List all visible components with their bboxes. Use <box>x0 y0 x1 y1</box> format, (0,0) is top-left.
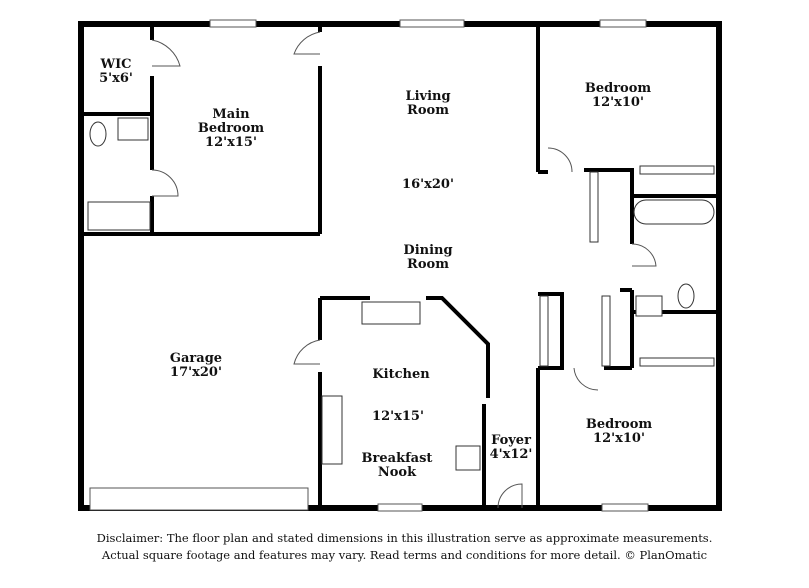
floor-plan: WIC 5'x6' Main Bedroom 12'x15' Living Ro… <box>78 19 722 512</box>
closet-doors <box>539 165 715 367</box>
garage-door <box>89 487 309 511</box>
wic-dim: 5'x6' <box>99 71 133 86</box>
living-dim: 16'x20' <box>402 177 454 192</box>
dining-label-2: Room <box>407 257 449 272</box>
bathroom-fixtures <box>87 117 715 317</box>
foyer-dim: 4'x12' <box>490 447 533 462</box>
bedroom-se-dim: 12'x10' <box>593 431 645 446</box>
disclaimer: Disclaimer: The floor plan and stated di… <box>0 530 809 564</box>
door-swings <box>151 31 657 509</box>
interior-walls <box>81 24 719 508</box>
living-label-2: Room <box>407 103 449 118</box>
wic-label: WIC <box>99 57 131 72</box>
disclaimer-line-2: Actual square footage and features may v… <box>101 548 708 562</box>
bedroom-se-label: Bedroom <box>586 417 653 432</box>
foyer-label: Foyer <box>491 433 531 448</box>
disclaimer-line-1: Disclaimer: The floor plan and stated di… <box>96 531 713 545</box>
nook-label-2: Nook <box>378 465 417 480</box>
nook-label-1: Breakfast <box>362 451 433 466</box>
dining-label-1: Dining <box>403 243 452 258</box>
main-bedroom-label-1: Main <box>212 107 250 122</box>
bedroom-ne-dim: 12'x10' <box>592 95 644 110</box>
main-bedroom-dim: 12'x15' <box>205 135 257 150</box>
windows <box>209 19 649 512</box>
garage-dim: 17'x20' <box>170 365 222 380</box>
kitchen-dim: 12'x15' <box>372 409 424 424</box>
bedroom-ne-label: Bedroom <box>585 81 652 96</box>
garage-label: Garage <box>170 351 222 366</box>
kitchen-fixtures <box>321 301 481 471</box>
kitchen-label: Kitchen <box>372 367 430 382</box>
main-bedroom-label-2: Bedroom <box>198 121 265 136</box>
living-label-1: Living <box>405 89 450 104</box>
